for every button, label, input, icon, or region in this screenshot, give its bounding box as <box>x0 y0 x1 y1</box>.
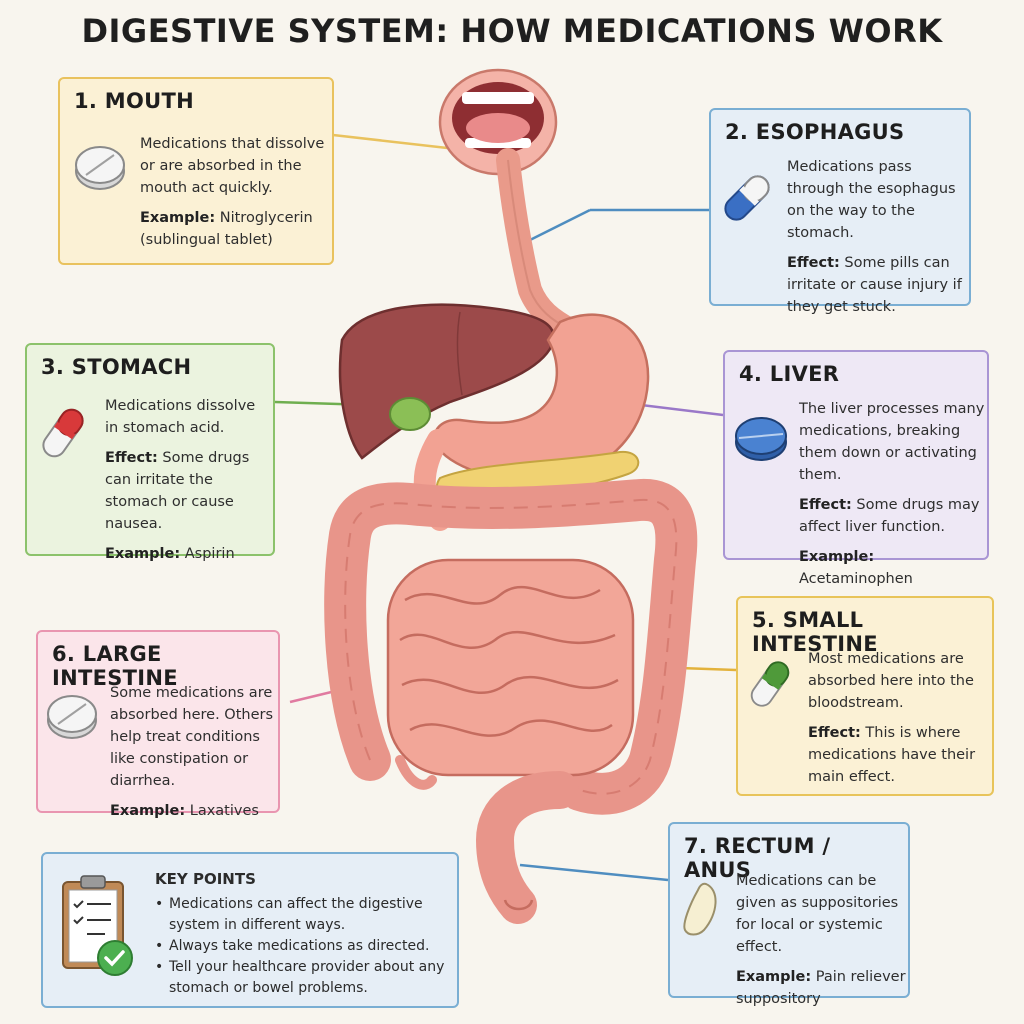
clipboard-checklist-icon <box>62 875 133 976</box>
card-esophagus: 2. ESOPHAGUS Medications pass through th… <box>709 108 971 315</box>
card-stomach-text: Medications dissolve in stomach acid. <box>105 398 256 436</box>
page-title: DIGESTIVE SYSTEM: HOW MEDICATIONS WORK <box>81 12 943 50</box>
card-large-intestine-text: Some medications are absorbed here. Othe… <box>110 685 274 789</box>
card-stomach-value2: Aspirin <box>184 546 235 562</box>
appendix-illustration <box>395 755 437 790</box>
card-rectum: 7. RECTUM / ANUS Medications can be give… <box>668 822 910 1007</box>
card-rectum-label: Example: <box>736 969 812 985</box>
card-stomach-heading: 3. STOMACH <box>41 355 192 379</box>
card-small-intestine-value: This is where medications have their mai… <box>808 725 976 785</box>
card-mouth-label: Example: <box>140 210 216 226</box>
gallbladder-illustration <box>389 397 431 431</box>
key-points-list: Medications can affect the digestive sys… <box>155 894 451 999</box>
card-large-intestine: 6. LARGE INTESTINE Some medications are … <box>36 630 280 819</box>
card-liver-value: Some drugs may affect liver function. <box>799 497 980 535</box>
tablet-icon <box>75 146 125 190</box>
card-liver-label: Effect: <box>799 497 852 513</box>
stomach-illustration <box>433 313 650 482</box>
card-stomach-label: Effect: <box>105 450 158 466</box>
capsule-icon <box>724 175 770 221</box>
card-esophagus-heading: 2. ESOPHAGUS <box>725 120 905 144</box>
card-large-intestine-heading: 6. LARGE INTESTINE <box>52 642 178 690</box>
card-mouth: 1. MOUTH Medications that dissolve or ar… <box>58 77 334 265</box>
connector-rectum <box>519 863 669 882</box>
key-point-item: Medications can affect the digestive sys… <box>155 894 451 936</box>
capsule-icon <box>42 408 84 458</box>
card-rectum-text: Medications can be given as suppositorie… <box>736 873 899 955</box>
rectum-illustration <box>475 771 579 924</box>
card-liver: 4. LIVER The liver processes many medica… <box>723 350 989 587</box>
small-intestine-illustration <box>386 558 635 777</box>
connector-esophagus-b <box>529 208 591 242</box>
tablet-icon <box>735 417 787 461</box>
card-rectum-heading: 7. RECTUM / ANUS <box>684 834 831 882</box>
card-rectum-value: Pain reliever suppository <box>736 969 906 1007</box>
card-small-intestine-text: Most medications are absorbed here into … <box>808 651 974 711</box>
card-small-intestine-label: Effect: <box>808 725 861 741</box>
card-liver-heading: 4. LIVER <box>739 362 840 386</box>
card-esophagus-text: Medications pass through the esophagus o… <box>787 159 956 241</box>
card-small-intestine-heading: 5. SMALL INTESTINE <box>752 608 878 656</box>
card-stomach-value: Some drugs can irritate the stomach or c… <box>105 450 250 532</box>
card-small-intestine: 5. SMALL INTESTINE Most medications are … <box>736 596 994 796</box>
key-point-item: Tell your healthcare provider about any … <box>155 957 451 999</box>
key-points-box: KEY POINTS Medications can affect the di… <box>41 852 459 1008</box>
connector-mouth <box>332 133 466 152</box>
card-mouth-value: Nitroglycerin (sublingual tablet) <box>140 210 313 248</box>
card-liver-text: The liver processes many medications, br… <box>799 401 985 483</box>
card-liver-label2: Example: <box>799 549 875 565</box>
suppository-icon <box>683 882 717 936</box>
card-large-intestine-label: Example: <box>110 803 186 819</box>
capsule-icon <box>750 661 790 707</box>
card-stomach-label2: Example: <box>105 546 181 562</box>
card-esophagus-label: Effect: <box>787 255 840 271</box>
key-points-heading: KEY POINTS <box>155 870 256 888</box>
card-esophagus-value: Some pills can irritate or cause injury … <box>787 255 962 315</box>
card-large-intestine-value: Laxatives <box>189 803 259 819</box>
card-liver-value2: Acetaminophen <box>799 571 913 587</box>
tablet-icon <box>47 695 97 739</box>
card-mouth-heading: 1. MOUTH <box>74 89 195 113</box>
card-mouth-text: Medications that dissolve or are absorbe… <box>140 136 325 196</box>
key-point-item: Always take medications as directed. <box>155 936 451 957</box>
card-stomach: 3. STOMACH Medications dissolve in stoma… <box>25 343 275 562</box>
